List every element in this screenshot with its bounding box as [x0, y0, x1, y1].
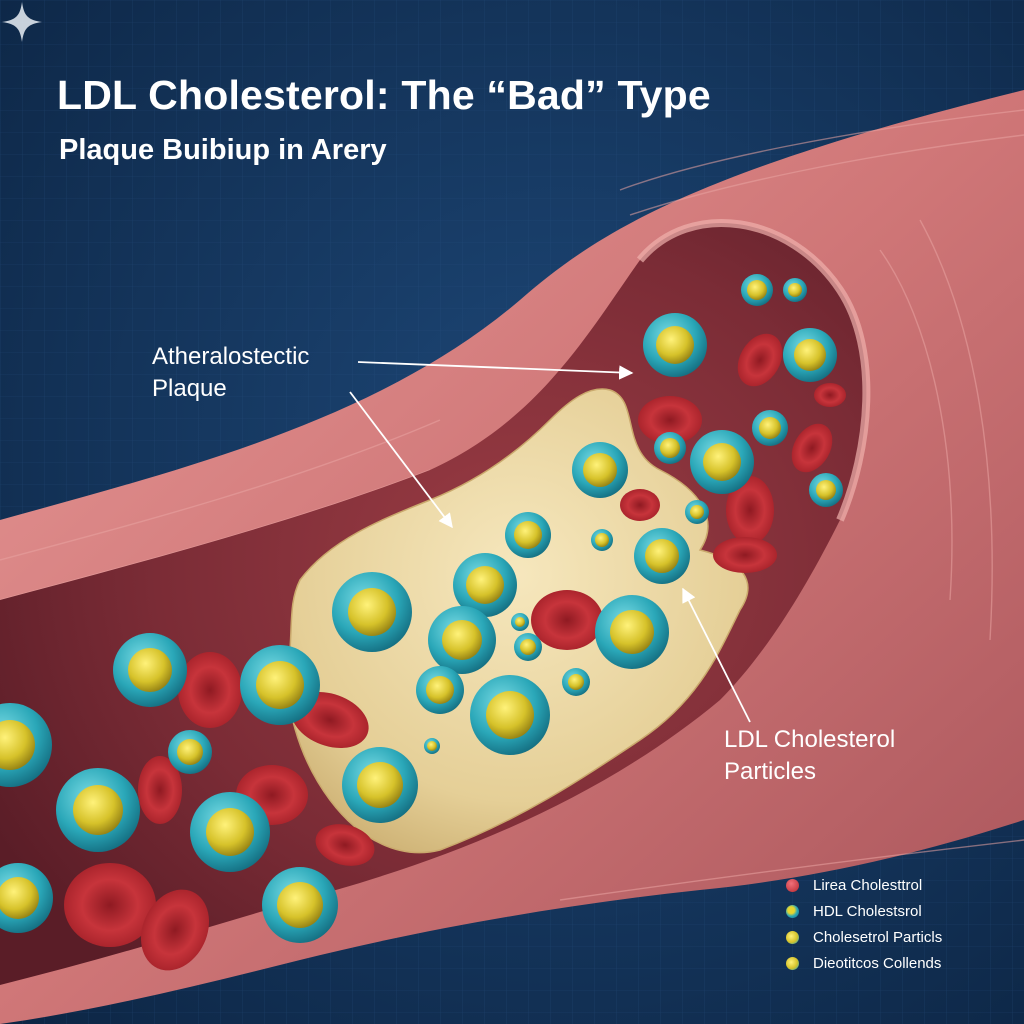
legend-dot-icon: [786, 930, 799, 944]
ldl-particle: [752, 410, 788, 446]
red-blood-cell: [138, 756, 182, 824]
ldl-particle: [262, 867, 338, 943]
ldl-particle: [0, 703, 52, 787]
red-blood-cell: [531, 590, 603, 650]
ldl-particle: [56, 768, 140, 852]
red-blood-cell: [64, 863, 156, 947]
ldl-particle: [424, 738, 440, 754]
ldl-callout-label: LDL Cholesterol Particles: [724, 724, 895, 788]
page-title: LDL Cholesterol: The “Bad” Type: [57, 72, 711, 118]
red-blood-cell: [713, 537, 777, 573]
ldl-particle: [572, 442, 628, 498]
ldl-particle: [809, 473, 843, 507]
ldl-particle: [453, 553, 517, 617]
legend-label: Cholesetrol Particls: [813, 928, 943, 946]
legend-item: HDL Cholestsrol: [786, 898, 986, 924]
ldl-particle: [591, 529, 613, 551]
ldl-callout-line-1: LDL Cholesterol: [724, 726, 896, 753]
legend-item: Dieotitcos Collends: [786, 950, 986, 976]
legend-dot-icon: [786, 878, 799, 892]
ldl-particle: [113, 633, 187, 707]
ldl-particle: [332, 572, 412, 652]
ldl-particle: [741, 274, 773, 306]
red-blood-cell: [814, 383, 846, 407]
red-blood-cells: [64, 333, 846, 971]
plaque-callout-line-1: Atheralostectic: [152, 343, 310, 370]
legend-dot-icon: [786, 956, 799, 970]
ldl-particle: [416, 666, 464, 714]
legend-label: HDL Cholestsrol: [813, 902, 922, 920]
ldl-arrow-to-particle: [682, 587, 751, 723]
ldl-particle: [342, 747, 418, 823]
plaque-callout-label: Atheralostectic Plaque: [152, 341, 309, 405]
lumen-rim: [636, 218, 871, 522]
red-blood-cell: [140, 889, 210, 971]
red-blood-cell: [638, 396, 702, 444]
ldl-particle: [643, 313, 707, 377]
ldl-particle: [190, 792, 270, 872]
legend-label: Dieotitcos Collends: [813, 954, 942, 972]
ldl-particle: [514, 633, 542, 661]
callout-arrows: [349, 361, 751, 723]
ldl-particles: [0, 274, 843, 943]
plaque-arrow-to-deposit: [349, 391, 453, 529]
legend-dot-icon: [786, 904, 799, 918]
ldl-particle: [168, 730, 212, 774]
sparkle-icon: [2, 2, 42, 42]
legend: Lirea Cholesttrol HDL Cholestsrol Choles…: [786, 872, 986, 976]
ldl-particle: [654, 432, 686, 464]
red-blood-cell: [737, 333, 783, 387]
red-blood-cell: [178, 652, 242, 728]
red-blood-cell: [315, 824, 375, 866]
ldl-particle: [505, 512, 551, 558]
plaque-arrow-to-lumen: [357, 361, 634, 380]
ldl-particle: [783, 328, 837, 382]
legend-label: Lirea Cholesttrol: [813, 876, 923, 894]
ldl-particle: [562, 668, 590, 696]
ldl-particle: [595, 595, 669, 669]
ldl-particle: [511, 613, 529, 631]
ldl-callout-line-2: Particles: [724, 758, 817, 785]
ldl-particle: [0, 863, 53, 933]
ldl-particle: [240, 645, 320, 725]
ldl-particle: [685, 500, 709, 524]
ldl-particle: [690, 430, 754, 494]
ldl-particle: [634, 528, 690, 584]
red-blood-cell: [726, 476, 774, 544]
red-blood-cell: [620, 489, 660, 521]
plaque-callout-line-2: Plaque: [152, 375, 227, 402]
ldl-particle: [783, 278, 807, 302]
page-subtitle: Plaque Buibiup in Arery: [59, 134, 387, 166]
red-blood-cell: [791, 423, 833, 473]
legend-item: Cholesetrol Particls: [786, 924, 986, 950]
ldl-particle: [428, 606, 496, 674]
legend-item: Lirea Cholesttrol: [786, 872, 986, 898]
ldl-particle: [470, 675, 550, 755]
